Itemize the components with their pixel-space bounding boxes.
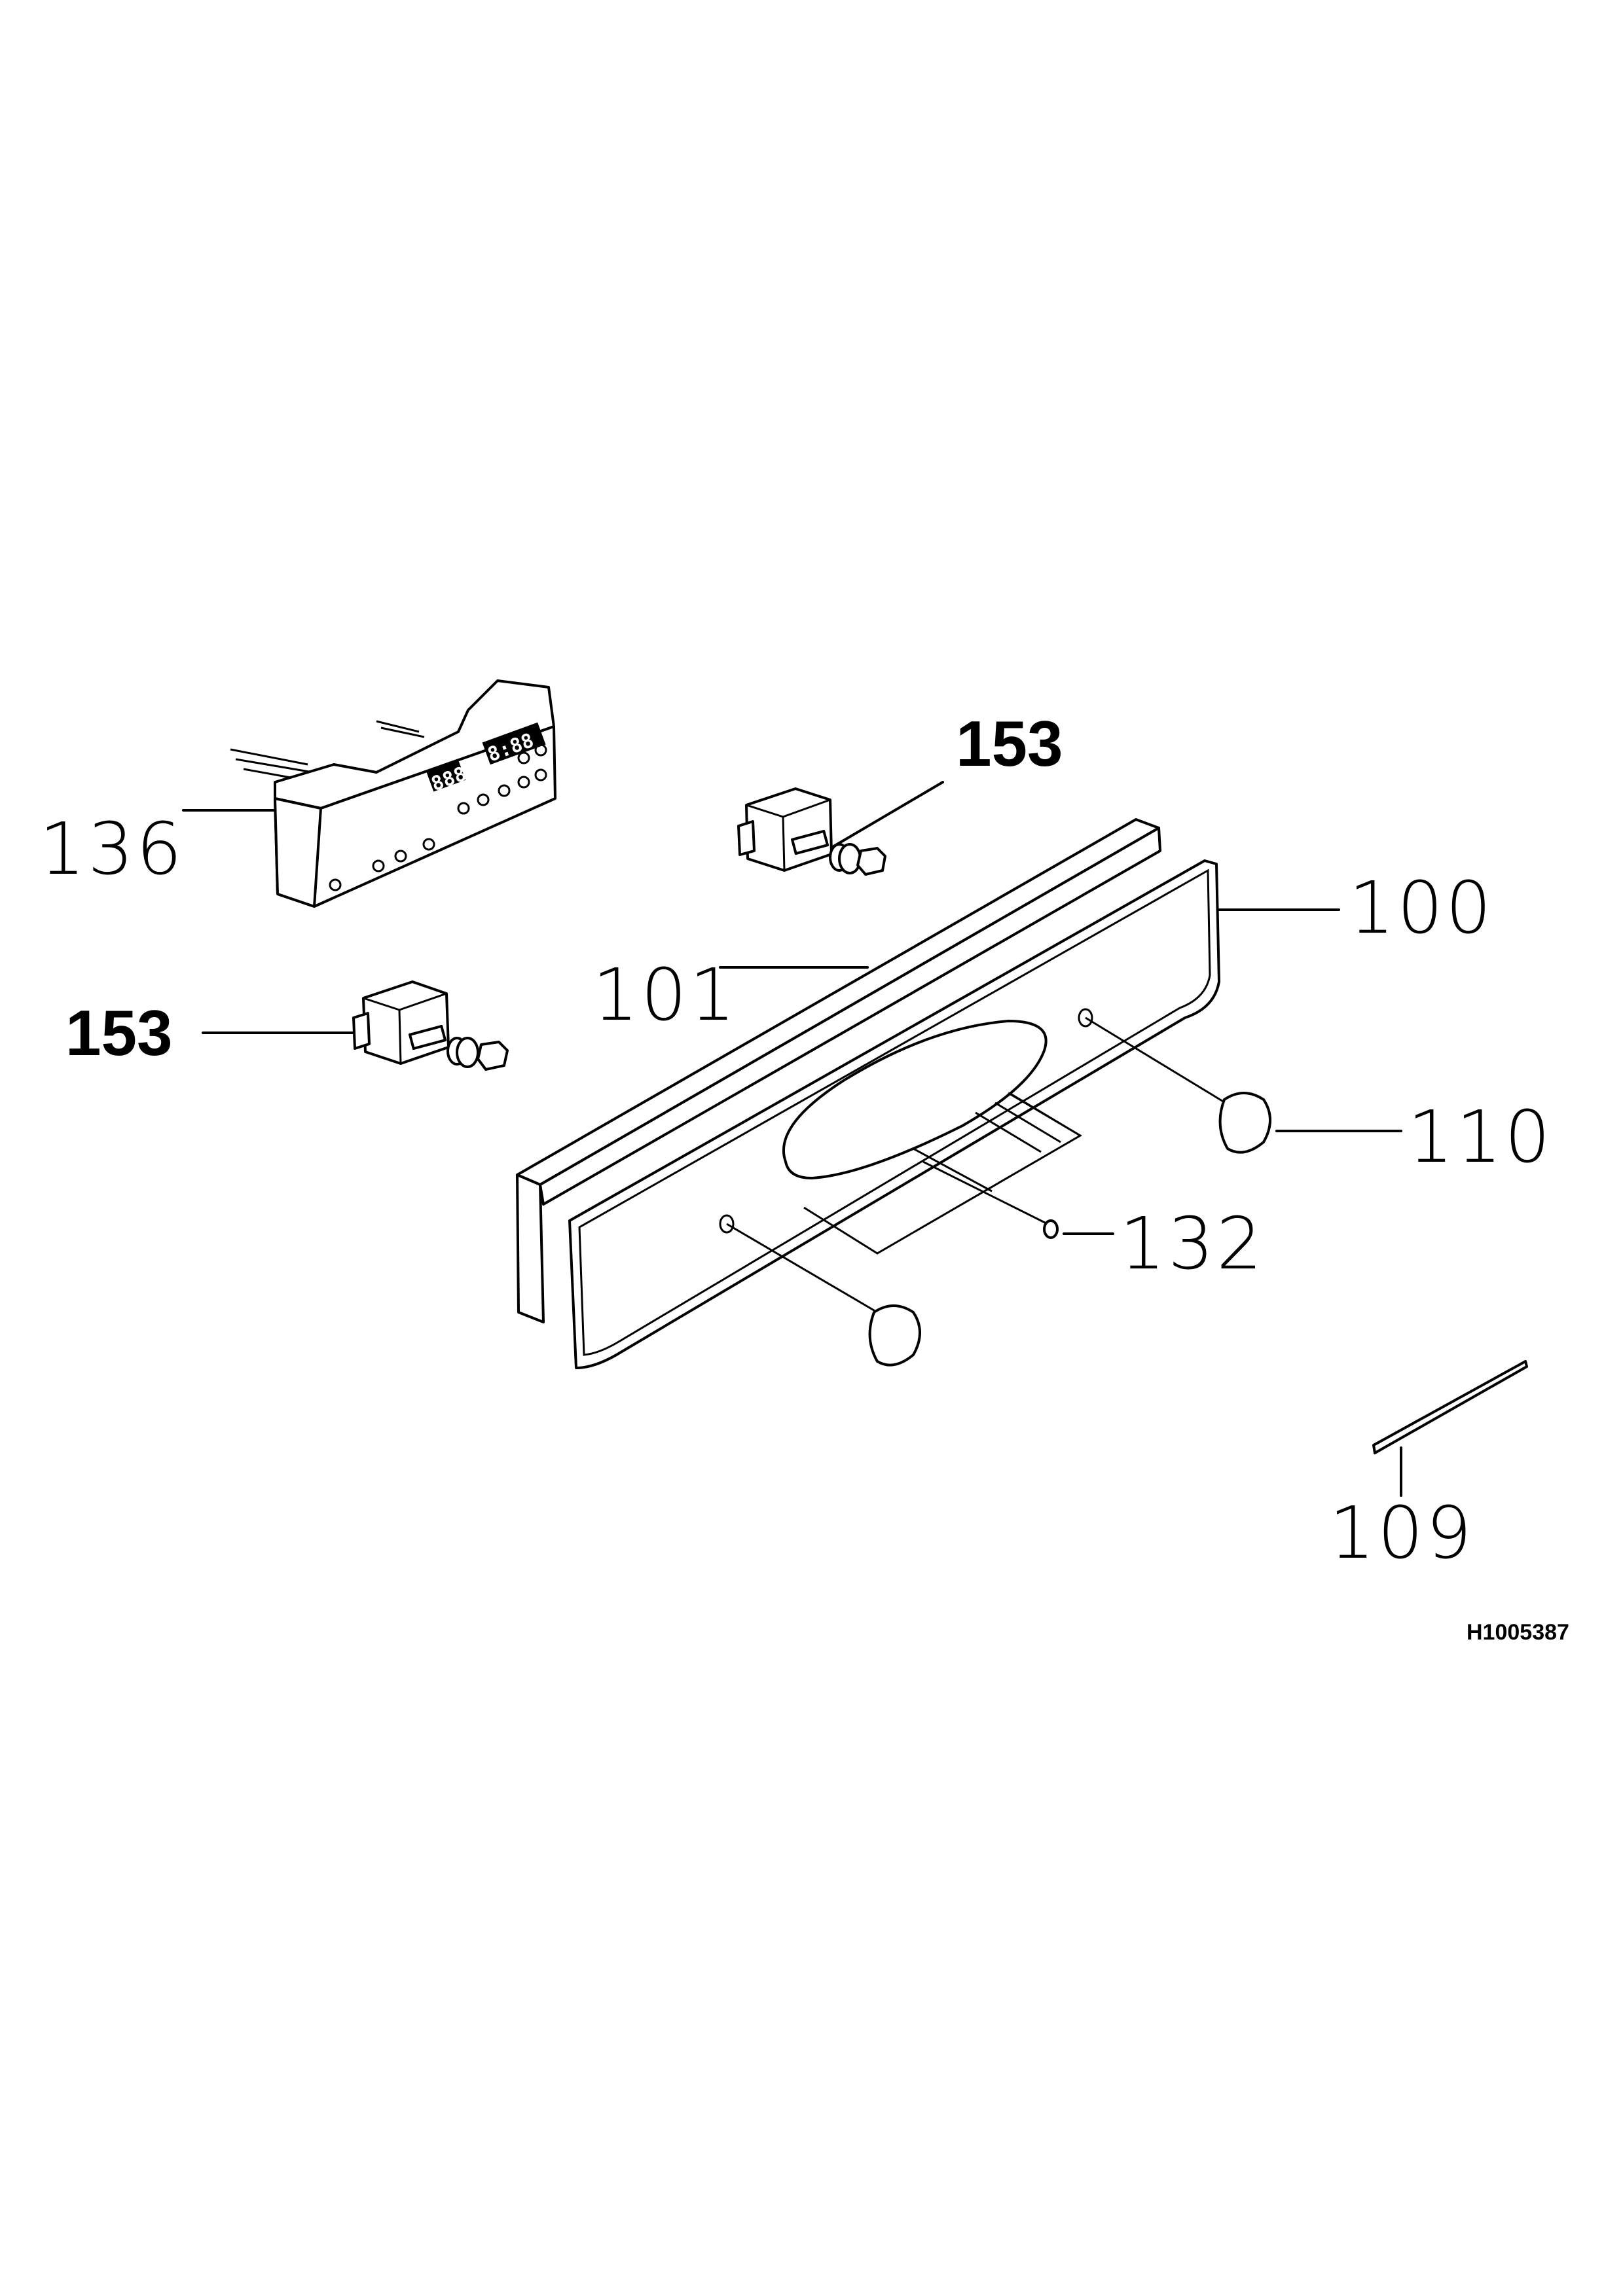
label-153-lower: 153	[65, 997, 173, 1069]
reference-code: H1005387	[1467, 1620, 1569, 1645]
trim-strip: 109	[1329, 1360, 1528, 1575]
label-101: 101	[593, 953, 738, 1037]
label-110: 110	[1408, 1095, 1553, 1179]
display-module: 888 8:88 136	[39, 679, 556, 908]
label-136: 136	[39, 807, 185, 891]
label-100: 100	[1349, 866, 1494, 950]
knob-left	[726, 1223, 921, 1367]
front-panel: 100	[568, 859, 1494, 1369]
label-109: 109	[1329, 1491, 1474, 1575]
label-153-upper: 153	[956, 708, 1063, 780]
label-132: 132	[1120, 1202, 1265, 1285]
module-buttons	[329, 744, 547, 891]
knob-right: 110	[1085, 1016, 1553, 1179]
rotary-switch-lower: 153	[65, 980, 509, 1071]
panel-back: 101	[516, 818, 1161, 1323]
screw: 132	[922, 1160, 1265, 1285]
rotary-switch-upper: 153	[737, 708, 1063, 876]
